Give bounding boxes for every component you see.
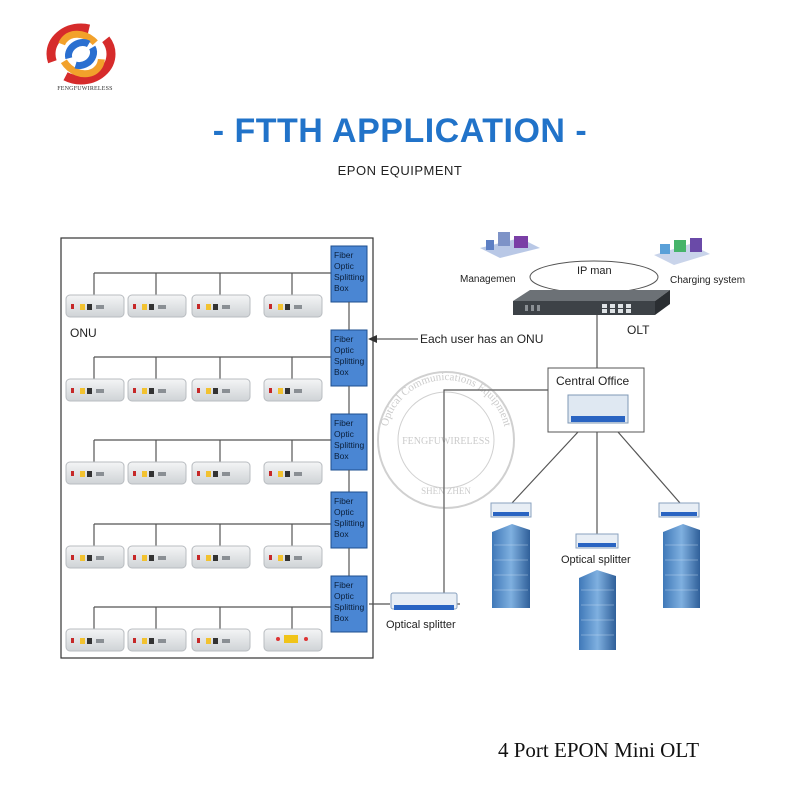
onu-device (128, 629, 186, 651)
watermark-bottom-text: SHEN ZHEN (421, 486, 471, 496)
management-icon (480, 232, 540, 258)
splitting-box-label: Splitting (334, 440, 365, 450)
splitting-box-label: Fiber (334, 334, 354, 344)
onu-device (128, 546, 186, 568)
onu-device (264, 462, 322, 484)
optical-splitter-mid-label: Optical splitter (561, 554, 631, 566)
onu-device (192, 379, 250, 401)
building-right (663, 524, 700, 608)
splitting-box-label: Box (334, 451, 349, 461)
splitting-box-label: Optic (334, 345, 355, 355)
charging-system-label: Charging system (670, 275, 745, 286)
splitting-box-label: Splitting (334, 356, 365, 366)
splitting-box-label: Optic (334, 429, 355, 439)
dist-line-left (512, 432, 578, 503)
management-label: Managemen (460, 274, 516, 285)
onu-device (66, 462, 124, 484)
splitting-box-label: Fiber (334, 418, 354, 428)
onu-device (66, 295, 124, 317)
splitting-box-label: Splitting (334, 272, 365, 282)
optical-splitter-left (391, 593, 457, 610)
splitting-box-label: Optic (334, 261, 355, 271)
onu-row (66, 357, 331, 401)
onu-row (66, 607, 331, 651)
onu-device (264, 379, 322, 401)
onu-device (192, 629, 250, 651)
onu-device (264, 629, 322, 651)
building-splitter-right (659, 503, 699, 517)
splitting-box-label: Fiber (334, 580, 354, 590)
onu-row (66, 273, 331, 317)
watermark-center-text: FENGFUWIRELESS (402, 436, 490, 447)
onu-device (192, 295, 250, 317)
splitting-box-label: Splitting (334, 518, 365, 528)
building-splitter-mid (576, 534, 618, 548)
building-splitter-left (491, 503, 531, 517)
onu-device (66, 629, 124, 651)
onu-row (66, 524, 331, 568)
building-mid (579, 570, 616, 650)
building-left (492, 524, 530, 608)
splitting-box-label: Box (334, 529, 349, 539)
central-office-splitter (568, 395, 628, 423)
onu-device (128, 462, 186, 484)
splitting-box-label: Splitting (334, 602, 365, 612)
watermark-stamp: Optical Communications Equipment FENGFUW… (378, 371, 514, 508)
onu-row (66, 440, 331, 484)
splitting-box-label: Fiber (334, 250, 354, 260)
user-note-text: Each user has an ONU (420, 332, 543, 346)
splitting-box-label: Box (334, 613, 349, 623)
onu-device (66, 379, 124, 401)
onu-device (192, 462, 250, 484)
splitting-box-label: Optic (334, 591, 355, 601)
onu-device (264, 295, 322, 317)
charging-system-icon (654, 238, 710, 265)
ip-man-label: IP man (577, 265, 612, 277)
onu-label: ONU (70, 326, 97, 340)
footer-caption: 4 Port EPON Mini OLT (498, 738, 699, 763)
onu-device (66, 546, 124, 568)
splitting-box-label: Box (334, 367, 349, 377)
splitting-box-label: Optic (334, 507, 355, 517)
onu-device (128, 295, 186, 317)
olt-label: OLT (627, 323, 650, 337)
splitting-box-label: Box (334, 283, 349, 293)
dist-line-right (618, 432, 680, 503)
splitting-box-label: Fiber (334, 496, 354, 506)
splitting-boxes: FiberOpticSplittingBoxFiberOpticSplittin… (331, 246, 367, 632)
olt-device (513, 290, 670, 315)
watermark-top-text: Optical Communications Equipment (379, 371, 514, 428)
onu-rows (66, 273, 331, 651)
onu-device (264, 546, 322, 568)
onu-device (192, 546, 250, 568)
optical-splitter-left-label: Optical splitter (386, 619, 456, 631)
central-office-label: Central Office (556, 374, 629, 388)
onu-device (128, 379, 186, 401)
